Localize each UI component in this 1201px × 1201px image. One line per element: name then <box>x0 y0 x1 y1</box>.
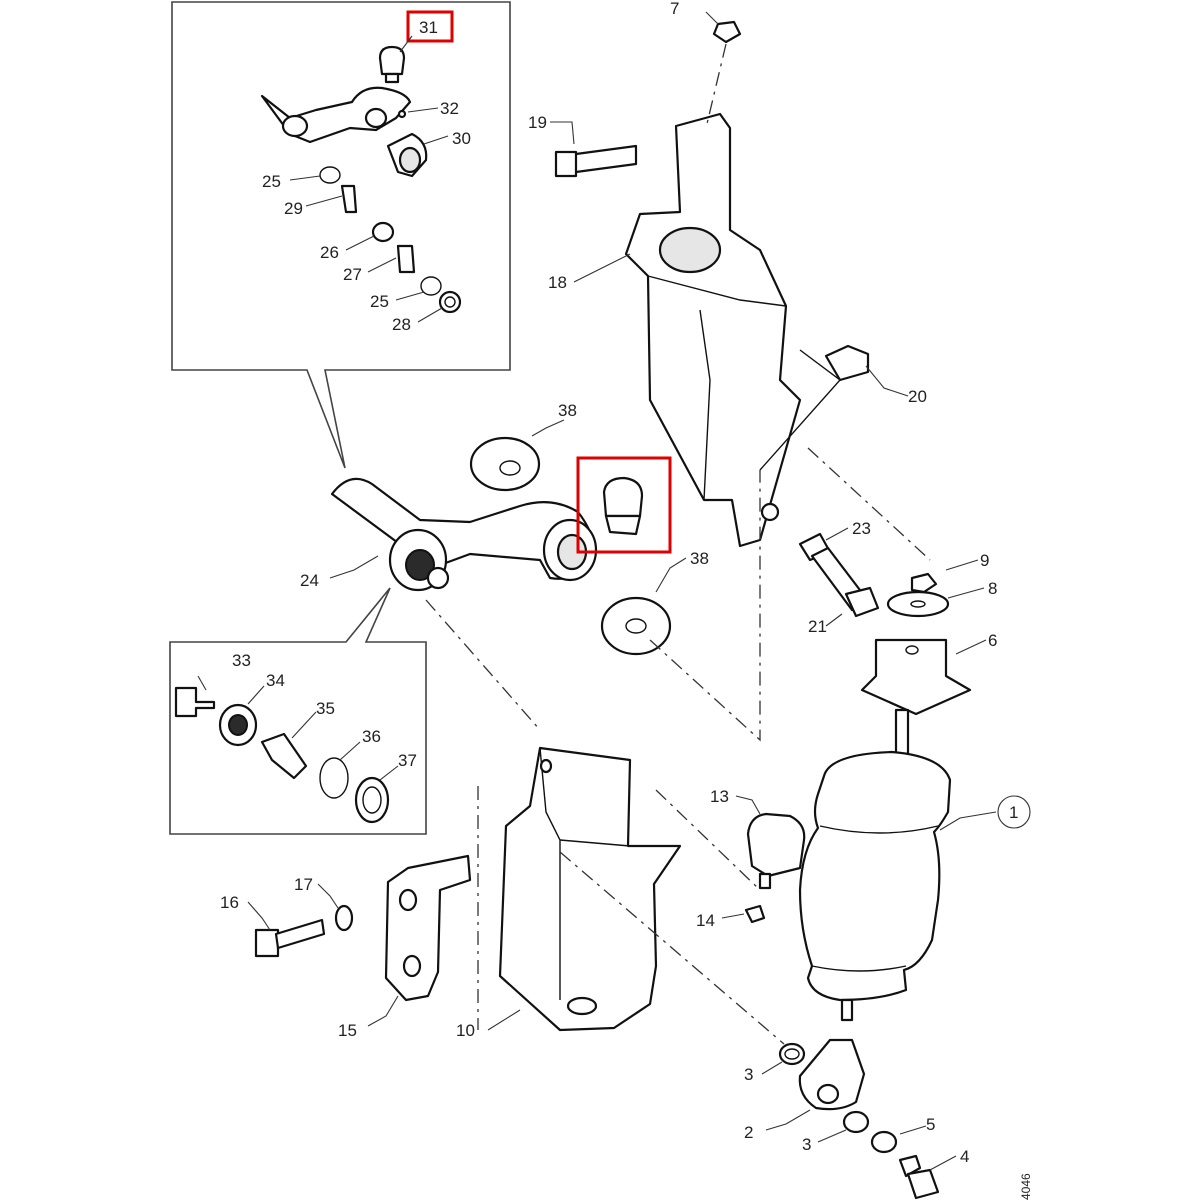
callout-7: 7 <box>670 0 679 18</box>
assembly-dash-lines <box>425 43 931 1045</box>
callout-3: 3 <box>744 1065 753 1084</box>
callout-37: 37 <box>398 751 417 770</box>
callout-23: 23 <box>852 519 871 538</box>
part-31-highlight-box <box>576 456 672 554</box>
callout-30: 30 <box>452 129 471 148</box>
callout-5: 5 <box>926 1115 935 1134</box>
callout-labels: 31 32 30 25 29 26 27 25 28 7 19 18 20 38… <box>220 0 1033 1200</box>
callout-33: 33 <box>232 651 251 670</box>
callout-38: 38 <box>690 549 709 568</box>
callout-34: 34 <box>266 671 285 690</box>
callout-19: 19 <box>528 113 547 132</box>
callout-10: 10 <box>456 1021 475 1040</box>
leader-lines <box>197 11 1031 1171</box>
air-spring-assembly <box>744 532 972 1022</box>
callout-31-highlight-box <box>406 10 454 43</box>
callout-20: 20 <box>908 387 927 406</box>
callout-4: 4 <box>960 1147 969 1166</box>
callout-38: 38 <box>558 401 577 420</box>
callout-9: 9 <box>980 551 989 570</box>
callout-6: 6 <box>988 631 997 650</box>
callout-17: 17 <box>294 875 313 894</box>
callout-13: 13 <box>710 787 729 806</box>
callout-18: 18 <box>548 273 567 292</box>
detail-inset-top <box>171 1 511 469</box>
callout-25: 25 <box>370 292 389 311</box>
callout-21: 21 <box>808 617 827 636</box>
callout-14: 14 <box>696 911 715 930</box>
callout-15: 15 <box>338 1021 357 1040</box>
callout-1: 1 <box>1009 803 1018 822</box>
callout-35: 35 <box>316 699 335 718</box>
upper-bracket <box>554 20 870 548</box>
callout-16: 16 <box>220 893 239 912</box>
callout-26: 26 <box>320 243 339 262</box>
callout-24: 24 <box>300 571 319 590</box>
callout-25: 25 <box>262 172 281 191</box>
callout-2: 2 <box>744 1123 753 1142</box>
lever-assembly <box>330 436 672 656</box>
drawing-code: 4046 <box>1019 1173 1033 1200</box>
callout-32: 32 <box>440 99 459 118</box>
detail-inset-bottom <box>169 587 427 835</box>
callout-28: 28 <box>392 315 411 334</box>
callout-3: 3 <box>802 1135 811 1154</box>
callout-27: 27 <box>343 265 362 284</box>
callout-31: 31 <box>419 18 438 37</box>
callout-29: 29 <box>284 199 303 218</box>
lower-mount-parts <box>778 1038 940 1200</box>
callout-36: 36 <box>362 727 381 746</box>
callout-8: 8 <box>988 579 997 598</box>
lower-bracket <box>254 746 682 1032</box>
